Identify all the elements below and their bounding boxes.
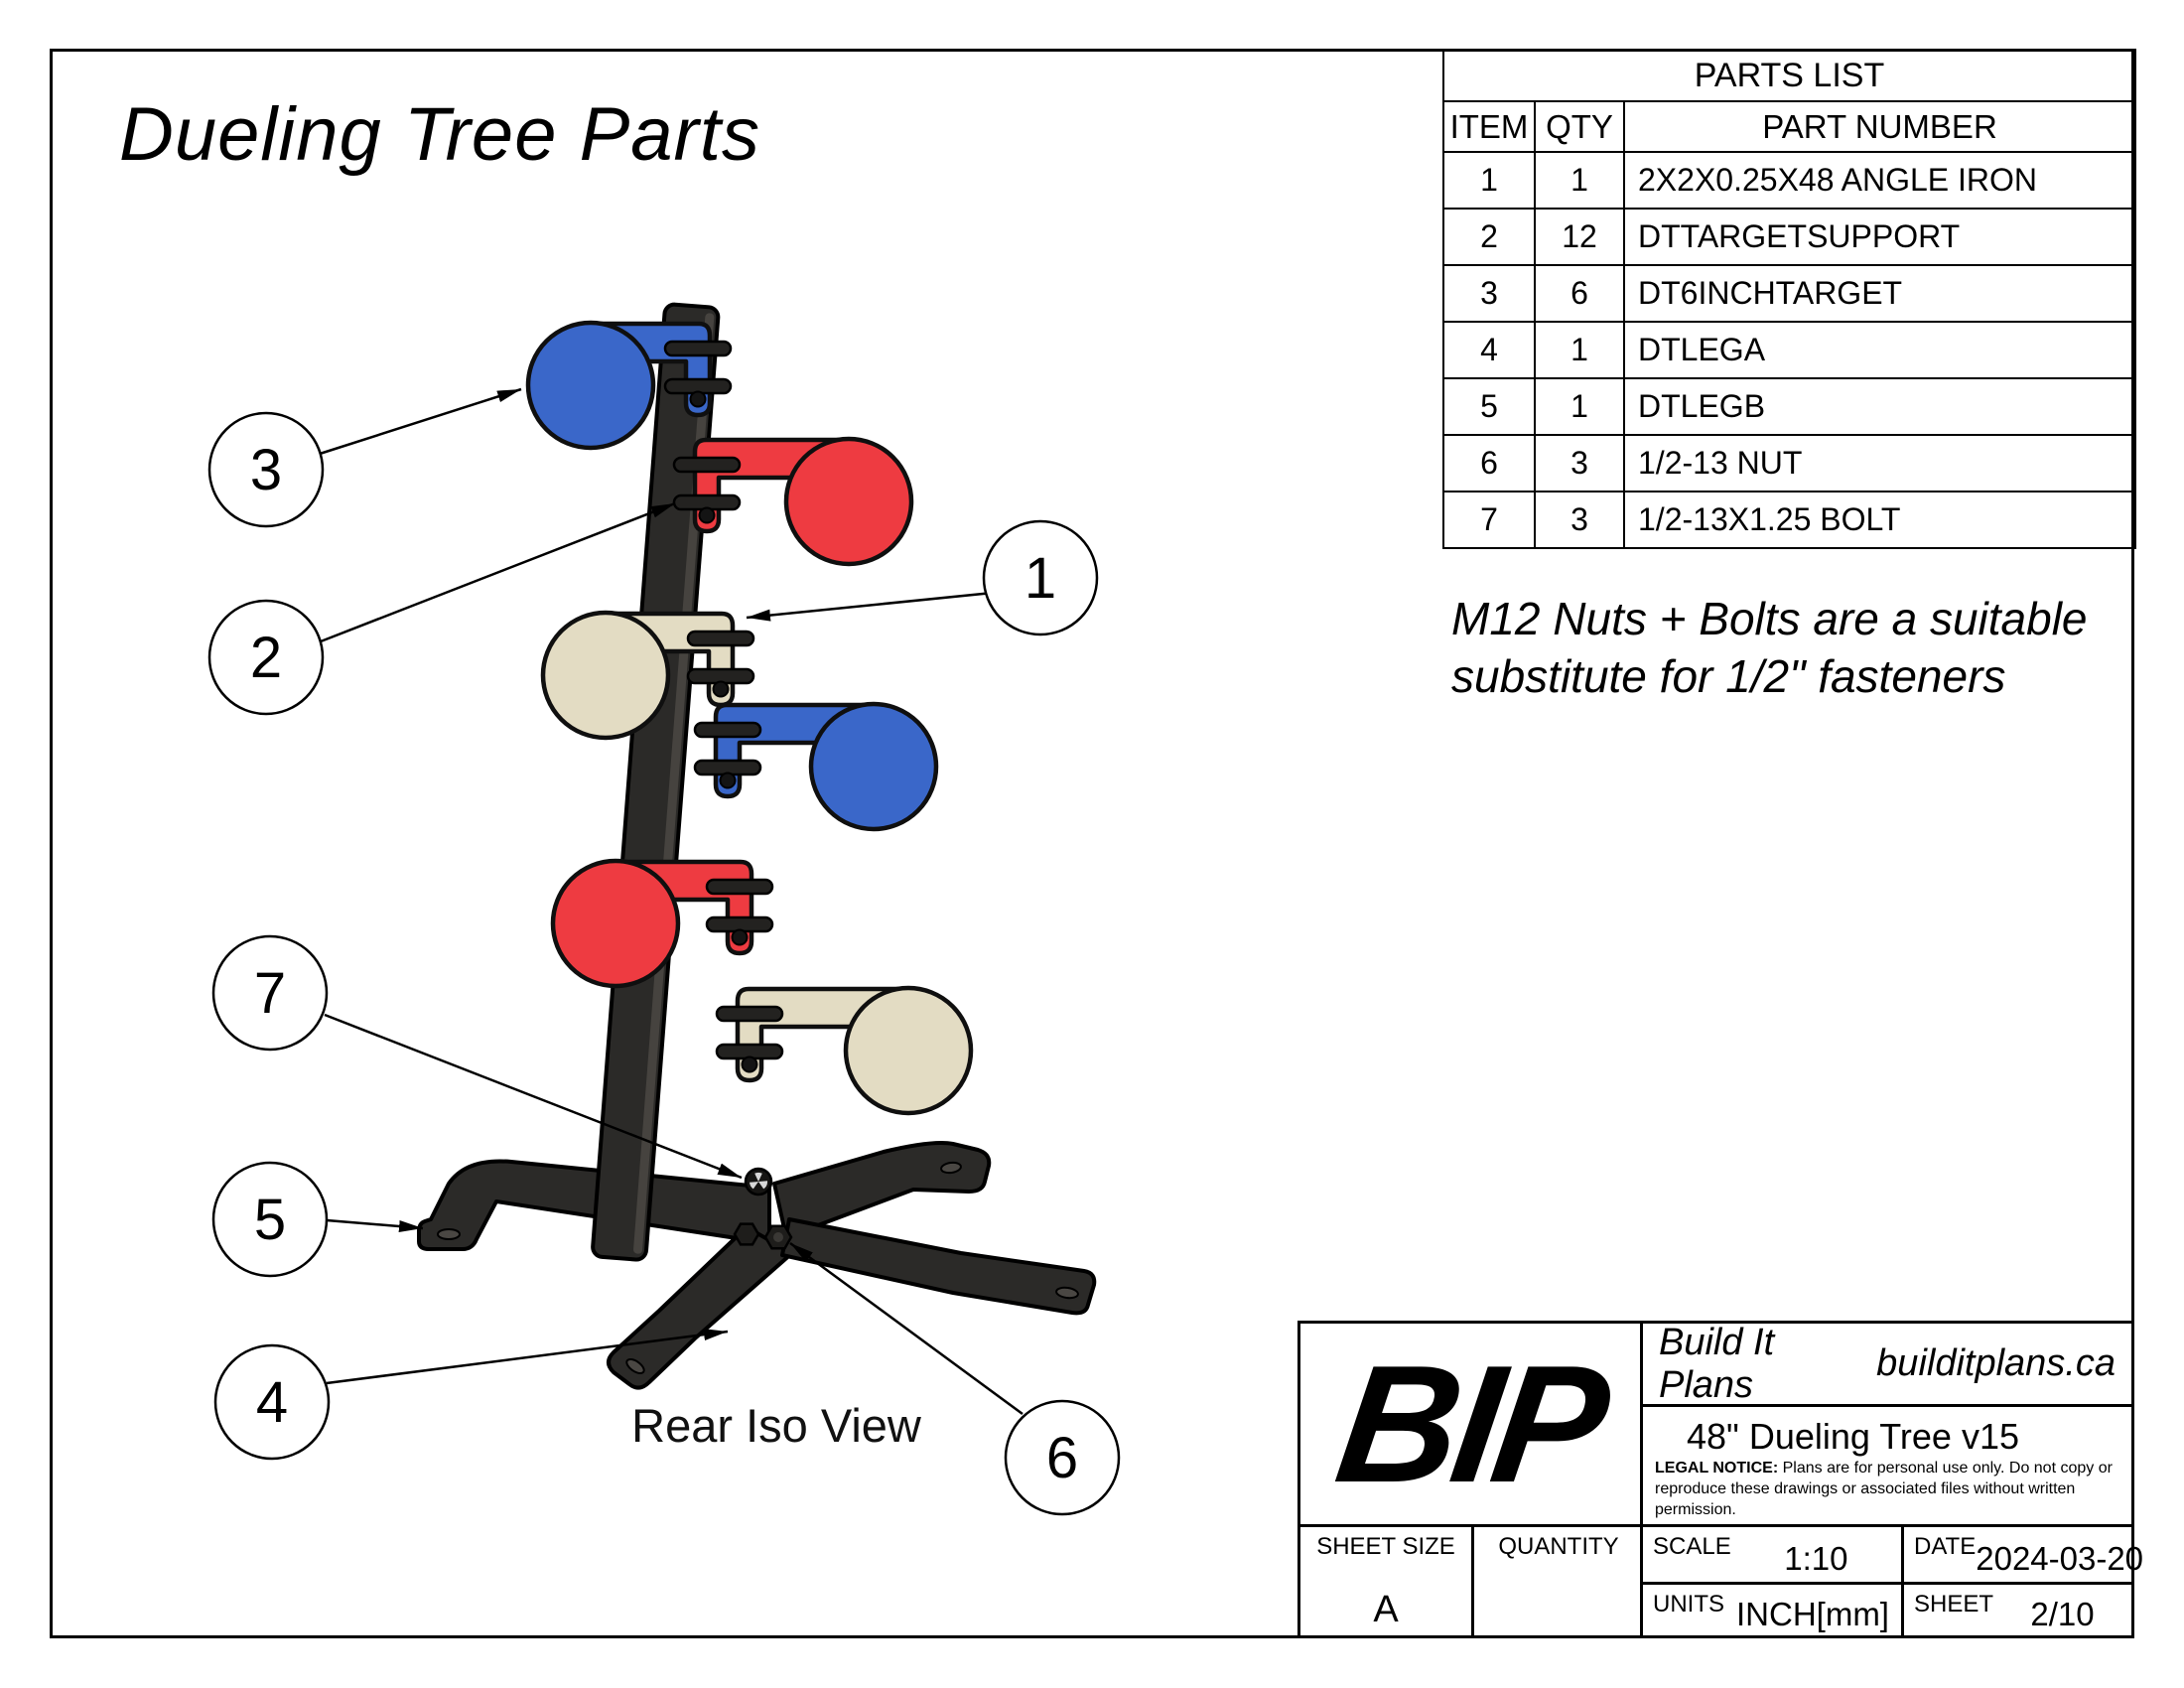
leader-3 — [319, 387, 522, 456]
base-leg-lower-left — [607, 1225, 794, 1390]
column-header-item: ITEM — [1442, 100, 1536, 153]
date-value: 2024-03-20 — [1976, 1539, 2144, 1577]
legal-notice-label: LEGAL NOTICE: — [1655, 1460, 1779, 1477]
scale-value: 1:10 — [1784, 1539, 1848, 1577]
company-cell: Build It Plans builditplans.ca — [1640, 1321, 2134, 1407]
company-name: Build It Plans — [1659, 1321, 1775, 1406]
target-support-bracket — [672, 456, 742, 474]
units-cell: UNITS INCH[mm] — [1640, 1582, 1904, 1638]
svg-text:4: 4 — [256, 1370, 288, 1435]
parts-list-title: PARTS LIST — [1441, 49, 2137, 102]
fastener-note-line1: M12 Nuts + Bolts are a suitable — [1451, 593, 2088, 644]
target-support-bracket — [705, 878, 774, 896]
target-support-bracket — [686, 630, 755, 647]
svg-text:1: 1 — [1024, 546, 1056, 611]
quantity-cell: QUANTITY — [1471, 1524, 1646, 1638]
balloon-6: 6 — [1004, 1399, 1121, 1516]
foot-hole — [625, 1357, 645, 1375]
bip-logo: BIP — [1326, 1331, 1614, 1517]
legal-notice-text: Plans are for personal use only. Do not … — [1655, 1460, 2113, 1518]
bip-logo-cell: BIP — [1297, 1321, 1643, 1527]
svg-text:5: 5 — [254, 1188, 286, 1252]
quantity-label: QUANTITY — [1498, 1533, 1619, 1560]
website: builditplans.ca — [1876, 1342, 2116, 1384]
drawing-title: 48" Dueling Tree v15 — [1687, 1416, 2019, 1457]
fastener-note-line2: substitute for 1/2" fasteners — [1451, 650, 2006, 702]
strap-hole — [712, 680, 730, 698]
target-support-bracket — [663, 340, 733, 357]
strap-hole — [689, 390, 707, 408]
leader-4 — [326, 1329, 729, 1385]
leader-1 — [746, 591, 994, 622]
svg-text:3: 3 — [250, 438, 282, 502]
strap-hole — [719, 772, 737, 789]
svg-text:7: 7 — [254, 961, 286, 1026]
sheet-size-cell: SHEET SIZE A — [1297, 1524, 1474, 1638]
hex-nut — [733, 1222, 760, 1246]
foot-hole — [940, 1161, 962, 1175]
svg-text:2: 2 — [250, 626, 282, 690]
sheet-number-label: SHEET — [1914, 1591, 1994, 1618]
date-cell: DATE 2024-03-20 — [1901, 1524, 2143, 1585]
base-leg-upper-right — [772, 1141, 992, 1239]
leader-6 — [789, 1241, 1024, 1416]
target-support-bracket — [693, 721, 762, 739]
drawing-title-cell: 48" Dueling Tree v15 LEGAL NOTICE: Plans… — [1640, 1404, 2134, 1527]
base-leg-lower-right — [780, 1217, 1097, 1316]
fastener-note: M12 Nuts + Bolts are a suitable substitu… — [1451, 590, 2088, 705]
leader-2 — [320, 501, 676, 643]
hex-nut-face — [773, 1232, 783, 1242]
target-support-bracket — [715, 1005, 784, 1023]
sheet-size-label: SHEET SIZE — [1316, 1533, 1455, 1560]
foot-hole — [1055, 1286, 1079, 1300]
balloon-5: 5 — [211, 1161, 329, 1278]
balloon-7: 7 — [211, 934, 329, 1052]
foot-hole — [437, 1228, 461, 1240]
center-post — [591, 302, 721, 1262]
sheet-number-value: 2/10 — [2030, 1595, 2095, 1632]
balloon-3: 3 — [207, 411, 325, 528]
page-title: Dueling Tree Parts — [119, 92, 760, 177]
sheet-size-value: A — [1373, 1589, 1399, 1630]
date-label: DATE — [1914, 1533, 1977, 1560]
sheet-border — [50, 49, 2134, 1638]
column-header-qty: QTY — [1534, 100, 1625, 153]
legal-notice: LEGAL NOTICE: Plans are for personal use… — [1643, 1458, 2131, 1526]
sheet-number-cell: SHEET 2/10 — [1901, 1582, 2134, 1638]
bolt-head-marks — [750, 1172, 768, 1190]
svg-text:6: 6 — [1046, 1426, 1078, 1490]
leader-7 — [324, 1013, 743, 1180]
balloon-4: 4 — [213, 1343, 331, 1461]
leader-5 — [326, 1218, 424, 1233]
strap-hole — [698, 506, 716, 524]
strap-hole — [741, 1055, 758, 1073]
balloon-2: 2 — [207, 599, 325, 716]
column-header-part-number: PART NUMBER — [1622, 100, 2137, 153]
title-block: BIP Build It Plans builditplans.ca 48" D… — [1297, 1321, 2143, 1638]
strap-hole — [731, 928, 749, 946]
units-value: INCH[mm] — [1736, 1595, 1889, 1632]
scale-label: SCALE — [1653, 1533, 1731, 1560]
units-label: UNITS — [1653, 1591, 1724, 1618]
balloon-1: 1 — [982, 519, 1099, 636]
view-label: Rear Iso View — [631, 1399, 922, 1452]
scale-cell: SCALE 1:10 — [1640, 1524, 1904, 1585]
